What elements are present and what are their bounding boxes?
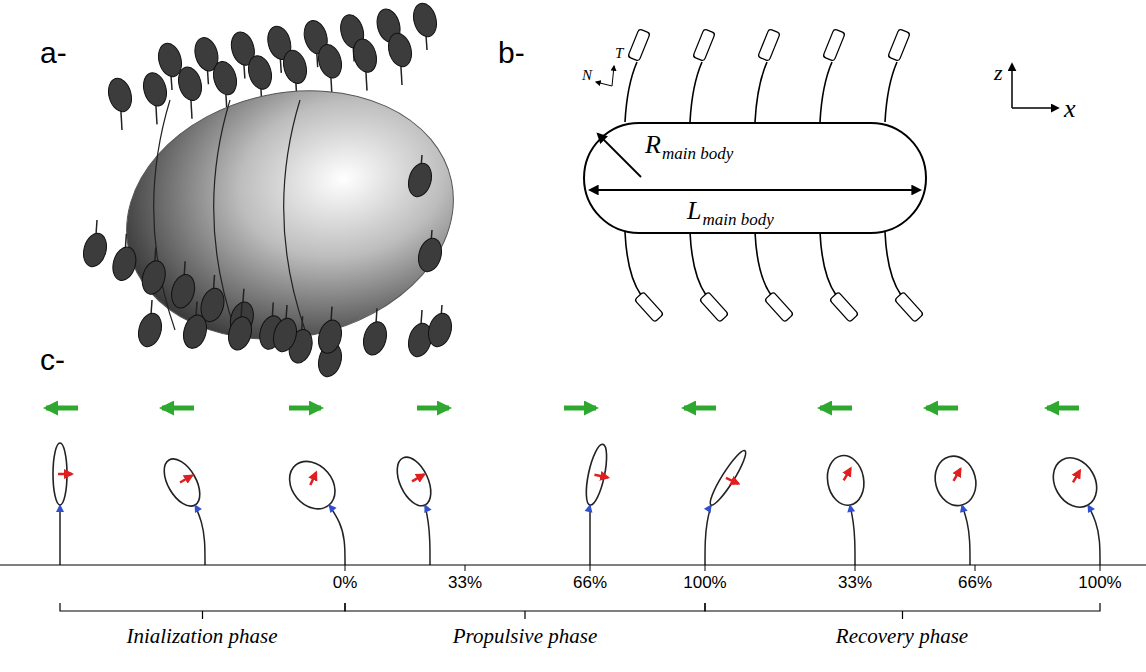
- axis-label: z: [994, 62, 1003, 84]
- panel-label: b-: [498, 38, 525, 68]
- beat-cycle: [0, 408, 1146, 619]
- tick-label: 66%: [573, 574, 607, 591]
- subscript: main body: [662, 144, 733, 164]
- tick-label: 33%: [838, 574, 872, 591]
- tick-label: 66%: [958, 574, 992, 591]
- tick-label: 33%: [448, 574, 482, 591]
- schematic: [590, 29, 1058, 322]
- tick-label: 100%: [1078, 574, 1121, 591]
- tick-label: 100%: [683, 574, 726, 591]
- phase-label: Inialization phase: [126, 626, 277, 647]
- phase-label: Recovery phase: [836, 626, 968, 647]
- subscript: main body: [702, 210, 773, 230]
- tick-label: 0%: [333, 574, 358, 591]
- main-body: Rmain bodyLmain body: [583, 122, 927, 234]
- dimension-symbol: R: [645, 130, 661, 160]
- dimension-symbol: L: [687, 196, 701, 226]
- model-3d: [80, 1, 477, 380]
- panel-label: a-: [40, 38, 67, 68]
- panel-label: c-: [40, 345, 65, 375]
- dimension-label: Lmain body: [687, 196, 774, 226]
- vector-label: T: [615, 46, 623, 61]
- axis-label: x: [1064, 96, 1076, 122]
- vector-label: N: [582, 68, 592, 83]
- phase-label: Propulsive phase: [453, 626, 597, 647]
- dimension-label: Rmain body: [645, 130, 733, 160]
